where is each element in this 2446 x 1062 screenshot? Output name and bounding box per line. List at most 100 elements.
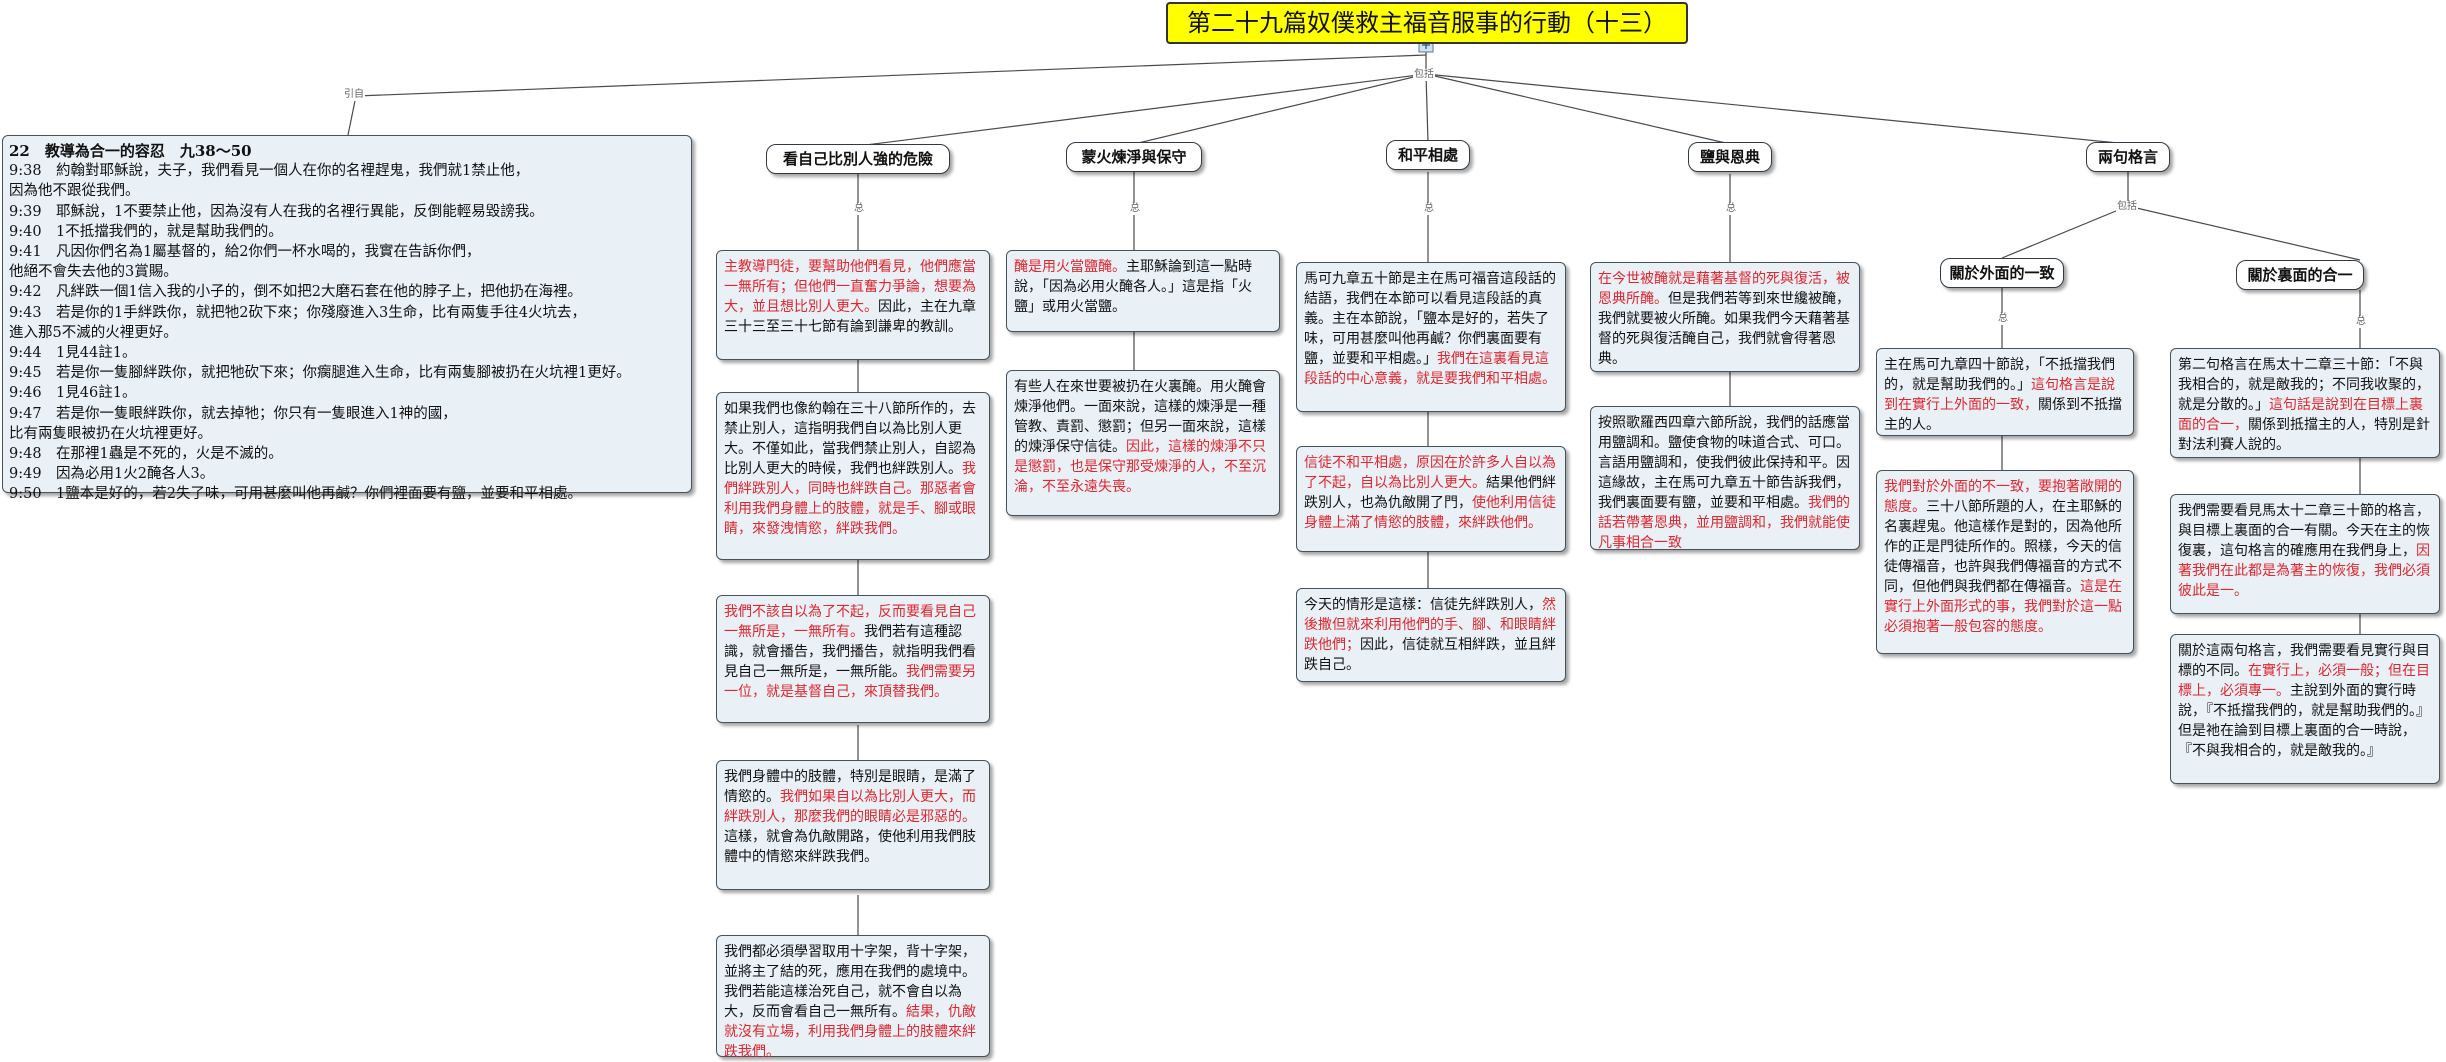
highlight-text: 結果，仇敵就沒有立場，利用我們身體上的肢體來絆跌我們。: [724, 1004, 976, 1060]
highlight-text: 主教導門徒，要幫助他們看見，他們應當一無所有；但他們一直奮力爭論，想要為大，並且…: [724, 259, 976, 315]
note-box[interactable]: 有些人在來世要被扔在火裏醃。用火醃會煉淨他們。一面來說，這樣的煉淨是一種管教、責…: [1006, 370, 1280, 516]
verse-line: 9:44 1見44註1。: [9, 345, 137, 362]
label-summary-t5a: 总: [1997, 313, 2009, 325]
verse-line: 他絕不會失去他的3賞賜。: [9, 264, 178, 281]
highlight-text: 這句格言是說到在實行上外面的一致，: [1884, 377, 2115, 413]
highlight-text: 因此，這樣的煉淨不只是懲罰，也是保守那受煉淨的人，不至沉淪，不至永遠失喪。: [1014, 439, 1266, 495]
note-box[interactable]: 馬可九章五十節是主在馬可福音這段話的結語，我們在本節可以看見這段話的真義。主在本…: [1296, 262, 1566, 412]
topic-two-maxims[interactable]: 兩句格言: [2086, 142, 2170, 172]
note-box[interactable]: 今天的情形是這樣：信徒先絆跌別人，然後撒但就來利用他們的手、腳、和眼睛絆跌他們；…: [1296, 588, 1566, 682]
note-box[interactable]: 我們不該自以為了不起，反而要看見自己一無所是，一無所有。我們若有這種認識，就會播…: [716, 595, 990, 723]
highlight-text: 使他利用信徒身體上滿了情慾的肢體，來絆跌他們。: [1304, 495, 1556, 531]
note-text: 主說到外面的實行時說，『不抵擋我們的，就是幫助我們的。』但是祂在論到目標上裏面的…: [2178, 683, 2430, 759]
verse-line: 9:48 在那裡1蟲是不死的，火是不滅的。: [9, 446, 283, 463]
highlight-text: 然後撒但就來利用他們的手、腳、和眼睛絆跌他們；: [1304, 597, 1556, 653]
edge-root-quote: [355, 54, 1427, 97]
verse-line: 9:42 凡絆跌一個1信入我的小子的，倒不如把2大磨石套在他的脖子上，把他扔在海…: [9, 284, 583, 301]
note-box[interactable]: 我們都必須學習取用十字架，背十字架，並將主了結的死，應用在我們的處境中。我們若能…: [716, 935, 990, 1060]
highlight-text: 我們絆跌別人，同時也絆跌自己。那惡者會利用我們身體上的肢體，就是手、腳或眼睛，來…: [724, 461, 976, 537]
highlight-text: 我們對於外面的不一致，要抱著敞開的態度。: [1884, 479, 2122, 515]
root-topic[interactable]: 第二十九篇奴僕救主福音服事的行動（十三）: [1166, 2, 1688, 44]
scripture-header: 22 教導為合一的容忍 九38～50: [9, 142, 252, 160]
verse-line: 進入那5不滅的火裡更好。: [9, 324, 178, 341]
label-summary-t1: 总: [853, 203, 865, 215]
highlight-text: 我們在這裏看見這段話的中心意義，就是要我們和平相處。: [1304, 351, 1556, 387]
edge-include-t4: [1425, 73, 1731, 145]
label-summary-t3: 总: [1423, 203, 1435, 215]
edge-t5-t5a: [2001, 205, 2129, 259]
verse-line: 9:46 1見46註1。: [9, 385, 137, 402]
note-text: 三十八節所題的人，在主耶穌的名裏趕鬼。他這樣作是對的，因為他所作的正是門徒所作的…: [1884, 499, 2122, 595]
note-text: 關係到抵擋主的人，特別是針對法利賽人說的。: [2178, 417, 2430, 453]
edge-quote-scripture: [347, 95, 357, 136]
note-box[interactable]: 第二句格言在馬太十二章三十節：「不與我相合的，就是敵我的；不同我收聚的，就是分散…: [2170, 348, 2440, 458]
verse-line: 9:45 若是你一隻腳絆跌你，就把牠砍下來；你瘸腿進入生命，比有兩隻腳被扔在火坑…: [9, 365, 631, 382]
note-text: 因此，主在九章三十三至三十七節有論到謙卑的教訓。: [724, 299, 976, 335]
scripture-box[interactable]: 22 教導為合一的容忍 九38～50 9:38 約翰對耶穌說，夫子，我們看見一個…: [2, 135, 692, 502]
label-summary-t2: 总: [1129, 203, 1141, 215]
note-text: 第二句格言在馬太十二章三十節：「不與我相合的，就是敵我的；不同我收聚的，就是分散…: [2178, 357, 2430, 413]
verse-line: 9:39 耶穌說，1不要禁止他，因為沒有人在我的名裡行異能，反倒能輕易毀謗我。: [9, 203, 544, 220]
topic-stronger-than-others[interactable]: 看自己比別人強的危險: [766, 144, 950, 174]
verse-line: 9:41 凡因你們名為1屬基督的，給2你們一杯水喝的，我實在告訴你們，: [9, 244, 481, 261]
verse-line: 因為他不跟從我們。: [9, 183, 140, 200]
highlight-text: 我們需要另一位，就是基督自己，來頂替我們。: [724, 664, 976, 700]
verse-line: 9:43 若是你的1手絆跌你，就把牠2砍下來；你殘廢進入3生命，比有兩隻手往4火…: [9, 304, 586, 321]
note-box[interactable]: 關於這兩句格言，我們需要看見實行與目標的不同。在實行上，必須一般；但在目標上，必…: [2170, 634, 2440, 784]
verse-line: 9:50 1鹽本是好的，若2失了味，可用甚麼叫他再鹹？你們裡面要有鹽，並要和平相…: [9, 486, 583, 503]
note-text: 因此，信徒就互相絆跌，並且絆跌自己。: [1304, 637, 1556, 673]
note-box[interactable]: 主在馬可九章四十節說，「不抵擋我們的，就是幫助我們的。」這句格言是說到在實行上外…: [1876, 348, 2134, 436]
note-box[interactable]: 醃是用火當鹽醃。主耶穌論到這一點時說，「因為必用火醃各人。」這是指「火鹽」或用火…: [1006, 250, 1280, 332]
verse-line: 9:40 1不抵擋我們的，就是幫助我們的。: [9, 223, 283, 240]
note-box[interactable]: 我們對於外面的不一致，要抱著敞開的態度。三十八節所題的人，在主耶穌的名裏趕鬼。他…: [1876, 470, 2134, 654]
highlight-text: 在實行上，必須一般；但在目標上，必須專一。: [2178, 663, 2430, 699]
highlight-text: 醃是用火當鹽醃。: [1014, 259, 1126, 275]
highlight-text: 我們不該自以為了不起，反而要看見自己一無所是，一無所有。: [724, 604, 976, 640]
topic-inward-oneness[interactable]: 關於裏面的合一: [2236, 260, 2364, 290]
note-text: 按照歌羅西四章六節所說，我們的話應當用鹽調和。鹽使食物的味道合式、可口。言語用鹽…: [1598, 415, 1850, 511]
note-text: 如果我們也像約翰在三十八節所作的，去禁止別人，這指明我們自以為比別人更大。不僅如…: [724, 401, 976, 477]
edge-include-t3: [1425, 73, 1429, 143]
edge-include-t5: [1425, 73, 2129, 145]
note-box[interactable]: 信徒不和平相處，原因在於許多人自以為了不起，自以為比別人更大。結果他們絆跌別人，…: [1296, 446, 1566, 552]
verse-line: 9:38 約翰對耶穌說，夫子，我們看見一個人在你的名裡趕鬼，我們就1禁止他，: [9, 163, 530, 180]
note-box[interactable]: 主教導門徒，要幫助他們看見，他們應當一無所有；但他們一直奮力爭論，想要為大，並且…: [716, 250, 990, 360]
note-text: 關係到不抵擋主的人。: [1884, 397, 2122, 433]
note-text: 有些人在來世要被扔在火裏醃。用火醃會煉淨他們。一面來說，這樣的煉淨是一種管教、責…: [1014, 379, 1266, 455]
highlight-text: 我們如果自以為比別人更大，而絆跌別人，那麼我們的眼睛必是邪惡的。: [724, 789, 976, 825]
note-text: 主在馬可九章四十節說，「不抵擋我們的，就是幫助我們的。」: [1884, 357, 2115, 393]
edge-include-t1: [857, 73, 1427, 147]
label-include-t5: 包括: [2116, 201, 2138, 213]
note-text: 我們需要看見馬太十二章三十節的格言，與目標上裏面的合一有關。今天在主的恢復裏，這…: [2178, 503, 2430, 559]
highlight-text: 這是在實行上外面形式的事，我們對於這一點必須抱著一般包容的態度。: [1884, 579, 2122, 635]
note-text: 馬可九章五十節是主在馬可福音這段話的結語，我們在本節可以看見這段話的真義。主在本…: [1304, 271, 1556, 367]
highlight-text: 在今世被醃就是藉著基督的死與復活，被恩典所醃。: [1598, 271, 1850, 307]
note-box[interactable]: 我們身體中的肢體，特別是眼睛，是滿了情慾的。我們如果自以為比別人更大，而絆跌別人…: [716, 760, 990, 890]
note-text: 結果他們絆跌別人，也為仇敵開了門，: [1304, 475, 1556, 511]
note-text: 關於這兩句格言，我們需要看見實行與目標的不同。: [2178, 643, 2430, 679]
highlight-text: 這句話是說到在目標上裏面的合一，: [2178, 397, 2423, 433]
highlight-text: 我們的話若帶著恩典，並用鹽調和，我們就能使凡事相合一致: [1598, 495, 1850, 551]
verse-line: 9:49 因為必用1火2醃各人3。: [9, 466, 215, 483]
highlight-text: 因著我們在此都是為著主的恢復，我們必須彼此是一。: [2178, 543, 2430, 599]
note-box[interactable]: 按照歌羅西四章六節所說，我們的話應當用鹽調和。鹽使食物的味道合式、可口。言語用鹽…: [1590, 406, 1860, 551]
label-include: 包括: [1413, 69, 1435, 81]
verse-line: 比有兩隻眼被扔在火坑裡更好。: [9, 425, 212, 442]
note-text: 我們若有這種認識，就會播告，我們播告，就指明我們看見自己一無所是，一無所能。: [724, 624, 976, 680]
edge-t5-t5b: [2127, 205, 2361, 261]
topic-outward-oneness[interactable]: 關於外面的一致: [1940, 258, 2064, 288]
note-text: 我們身體中的肢體，特別是眼睛，是滿了情慾的。: [724, 769, 976, 805]
edge-include-t2: [1133, 73, 1427, 145]
verse-line: 9:47 若是你一隻眼絆跌你，就去掉牠；你只有一隻眼進入1神的國，: [9, 405, 457, 422]
highlight-text: 信徒不和平相處，原因在於許多人自以為了不起，自以為比別人更大。: [1304, 455, 1556, 491]
topic-salt-and-grace[interactable]: 鹽與恩典: [1688, 142, 1772, 172]
label-quote: 引自: [343, 89, 365, 101]
topic-fire-purified[interactable]: 蒙火煉淨與保守: [1066, 142, 1202, 172]
topic-peace[interactable]: 和平相處: [1386, 140, 1470, 170]
note-text: 我們都必須學習取用十字架，背十字架，並將主了結的死，應用在我們的處境中。我們若能…: [724, 944, 976, 1020]
label-summary-t5b: 总: [2355, 316, 2367, 328]
note-box[interactable]: 我們需要看見馬太十二章三十節的格言，與目標上裏面的合一有關。今天在主的恢復裏，這…: [2170, 494, 2440, 614]
note-box[interactable]: 在今世被醃就是藉著基督的死與復活，被恩典所醃。但是我們若等到來世纔被醃，我們就要…: [1590, 262, 1860, 372]
note-box[interactable]: 如果我們也像約翰在三十八節所作的，去禁止別人，這指明我們自以為比別人更大。不僅如…: [716, 392, 990, 560]
note-text: 今天的情形是這樣：信徒先絆跌別人，: [1304, 597, 1542, 613]
